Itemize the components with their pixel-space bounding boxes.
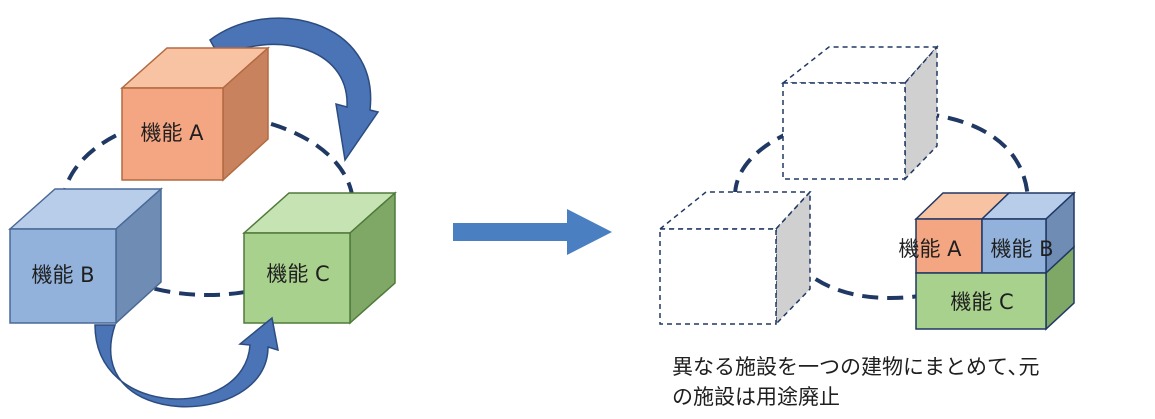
stack-cell-c — [915, 272, 1047, 330]
curved-arrow-top — [209, 17, 380, 162]
empty-box-top — [780, 45, 939, 181]
right-consolidated-group: 機能 A 機能 B 機能 C — [657, 45, 1076, 331]
consolidated-stack: 機能 A 機能 B 機能 C — [898, 191, 1076, 331]
box-function-b: 機能 B — [8, 187, 163, 325]
left-function-cycle: 機能 A 機能 B 機能 C — [8, 17, 397, 408]
box-b-label: 機能 B — [31, 263, 94, 287]
caption: 異なる施設を一つの建物にまとめて､元 の施設は用途廃止 — [672, 352, 1152, 412]
curved-arrow-bottom — [94, 316, 279, 408]
box-c-label: 機能 C — [266, 262, 329, 286]
box-function-a: 機能 A — [120, 46, 270, 182]
caption-line-2: の施設は用途廃止 — [672, 385, 840, 409]
stack-cell-a — [915, 218, 983, 274]
stack-label-c: 機能 C — [950, 290, 1013, 314]
caption-line-1: 異なる施設を一つの建物にまとめて､元 — [672, 355, 1040, 379]
stack-label-b: 機能 B — [990, 237, 1053, 261]
stack-label-a: 機能 A — [898, 237, 962, 261]
empty-box-left — [657, 190, 812, 326]
box-function-c: 機能 C — [242, 191, 397, 325]
transition-arrow — [453, 209, 612, 255]
box-a-label: 機能 A — [140, 121, 204, 145]
